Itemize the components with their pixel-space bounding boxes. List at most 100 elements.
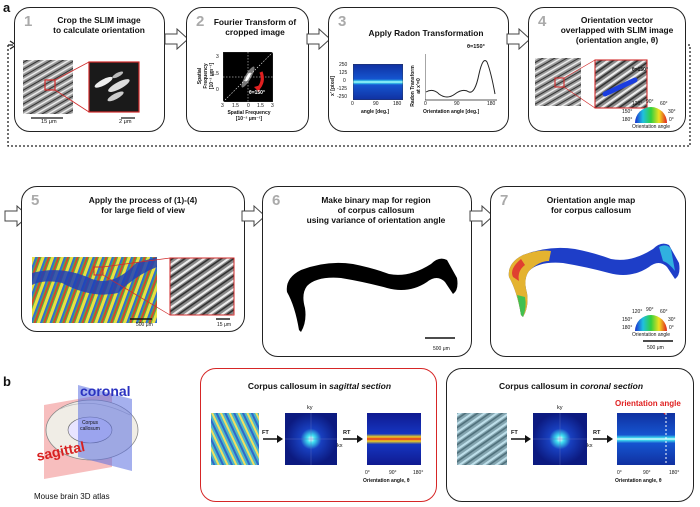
angle-label: θ=150°: [249, 90, 265, 96]
wheel-label: 150°: [622, 109, 633, 115]
step-1-box: 1 Crop the SLIM image to calculate orien…: [14, 7, 165, 132]
x-tick: 180: [487, 101, 496, 107]
box-title-emphasis: coronal section: [580, 381, 644, 391]
wheel-label: 120°: [632, 101, 643, 107]
coronal-label: coronal: [80, 383, 131, 399]
scale-label: 15 μm: [41, 119, 57, 125]
box-title-prefix: Corpus callosum in: [247, 381, 330, 391]
box-title-prefix: Corpus callosum in: [498, 381, 581, 391]
y-axis-label: Radon Transform at x'=0: [410, 65, 422, 107]
corpus-callosum-orientation-map: [508, 243, 680, 317]
wheel-label: 150°: [622, 317, 633, 323]
x-axis-label: angle [deg.]: [361, 109, 390, 115]
y-tick: 125: [339, 70, 348, 76]
step-2-box: 2 Fourier Transform of cropped image Spa…: [186, 7, 309, 132]
step-title: Orientation vector overlapped with SLIM …: [560, 15, 674, 45]
wheel-label: 60°: [660, 309, 668, 315]
x-tick: 3: [221, 103, 224, 109]
x-tick: 90: [373, 101, 379, 107]
coronal-pipeline: [457, 413, 675, 465]
fourier-spectrum: [223, 52, 273, 102]
slim-image-crop: [23, 60, 140, 119]
scale-label: 500 μm: [136, 322, 153, 328]
x-tick: 180°: [669, 470, 680, 476]
x-tick: 0°: [365, 470, 370, 476]
x-axis-label: Orientation angle, θ: [363, 478, 410, 484]
wheel-label: 60°: [660, 101, 668, 107]
x-tick: 90°: [389, 470, 397, 476]
step-number: 6: [272, 192, 281, 209]
step-title: Make binary map for region of corpus cal…: [306, 195, 446, 225]
scale-label: 15 μm: [217, 322, 231, 328]
wheel-label: 90°: [646, 307, 654, 313]
orientation-overlay-image: [535, 58, 648, 109]
wheel-label: 180°: [622, 325, 633, 331]
step-number: 2: [196, 13, 205, 30]
wheel-label: 120°: [632, 309, 643, 315]
orientation-color-wheel: [635, 315, 667, 331]
step-number: 7: [500, 192, 509, 209]
large-field-orientation-map: [32, 257, 235, 323]
peak-label: θ=150°: [467, 44, 485, 50]
flow-arrow: [241, 205, 266, 227]
coronal-section-box: Corpus callosum in coronal section FT RT…: [446, 368, 694, 502]
scale-label: 500 μm: [433, 346, 450, 352]
step-number: 3: [338, 13, 347, 30]
step-5-box: 5 Apply the process of (1)-(4) for large…: [21, 186, 245, 332]
step-number: 1: [24, 13, 33, 30]
step-title: Fourier Transform of cropped image: [213, 17, 297, 37]
rt-label: RT: [593, 430, 601, 436]
atlas-caption: Mouse brain 3D atlas: [34, 492, 110, 501]
y-tick: 250: [339, 62, 348, 68]
step-4-box: 4 Orientation vector overlapped with SLI…: [528, 7, 686, 132]
y-tick: 0: [343, 78, 346, 84]
y-tick: -250: [337, 94, 348, 100]
x-axis-label: Spatial Frequency [10⁻² μm⁻¹]: [227, 110, 271, 122]
kx-label: kx: [337, 443, 343, 449]
radon-profile-plot: [425, 54, 497, 101]
wheel-label: 90°: [646, 99, 654, 105]
binary-corpus-callosum-map: [286, 258, 458, 339]
x-tick: 180: [393, 101, 402, 107]
y-tick: 3: [216, 54, 219, 60]
ft-label: FT: [262, 430, 269, 436]
x-axis-label: Orientation angle, θ: [615, 478, 662, 484]
x-tick: 0: [247, 103, 250, 109]
angle-label: θ=150°: [632, 67, 648, 73]
x-axis-label: Orientation angle [deg.]: [423, 109, 480, 115]
sagittal-pipeline: [211, 413, 421, 465]
x-tick: 0°: [617, 470, 622, 476]
orientation-angle-annotation: Orientation angle: [615, 399, 681, 408]
x-tick: 90°: [643, 470, 651, 476]
orientation-color-wheel: [635, 107, 667, 123]
kx-label: kx: [587, 443, 593, 449]
scale-label: 500 μm: [647, 345, 664, 351]
step-title: Crop the SLIM image to calculate orienta…: [53, 15, 145, 35]
ky-label: ky: [557, 405, 563, 411]
sagittal-section-box: Corpus callosum in sagittal section FT R…: [200, 368, 437, 502]
step-6-box: 6 Make binary map for region of corpus c…: [262, 186, 472, 357]
step-7-box: 7 Orientation angle map for corpus callo…: [490, 186, 686, 357]
brain-atlas-illustration: [44, 385, 139, 479]
wheel-label: 180°: [622, 117, 633, 123]
x-tick: 0: [351, 101, 354, 107]
flow-arrow: [469, 205, 494, 227]
x-tick: 1.5: [257, 103, 264, 109]
box-title-emphasis: sagittal section: [329, 381, 392, 391]
y-axis-label: x' [pixel]: [330, 75, 337, 97]
flow-arrow: [306, 28, 331, 50]
scale-bar: [643, 340, 673, 342]
scale-label: 2 μm: [119, 119, 132, 125]
wheel-caption: Orientation angle: [632, 332, 671, 338]
wheel-label: 0°: [669, 325, 674, 331]
wheel-label: 0°: [669, 117, 674, 123]
step-title: Orientation angle map for corpus callosu…: [546, 195, 636, 215]
y-tick: 0: [216, 87, 219, 93]
x-tick: 0: [424, 101, 427, 107]
x-tick: 3: [271, 103, 274, 109]
step-number: 4: [538, 13, 547, 30]
wheel-label: 30°: [668, 109, 676, 115]
step-3-box: 3 Apply Radon Transformation x' [pixel] …: [328, 7, 509, 132]
flow-arrow: [506, 28, 531, 50]
ky-label: ky: [307, 405, 313, 411]
